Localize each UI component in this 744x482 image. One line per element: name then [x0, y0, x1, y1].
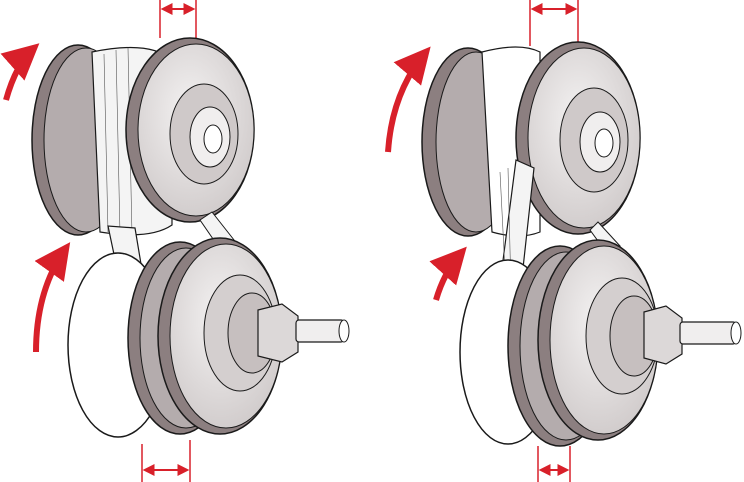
- upper-pulley-left: [31, 37, 255, 236]
- top-gap-dimension-right: [529, 0, 579, 46]
- rotation-arrow-upper-right: [385, 46, 431, 153]
- bottom-gap-dimension-right: [537, 446, 571, 482]
- lower-pulley-left: [67, 237, 350, 438]
- lower-pulley-right: [459, 239, 742, 447]
- rotation-arrow-upper-left: [0, 43, 40, 101]
- figure-right: [385, 0, 742, 482]
- bottom-gap-dimension-left: [141, 440, 191, 482]
- top-gap-dimension-left: [159, 0, 197, 44]
- upper-pulley-right: [421, 41, 641, 237]
- rotation-arrow-lower-left: [33, 242, 71, 353]
- figure-left: [0, 0, 350, 482]
- rotation-arrow-lower-right: [429, 246, 467, 301]
